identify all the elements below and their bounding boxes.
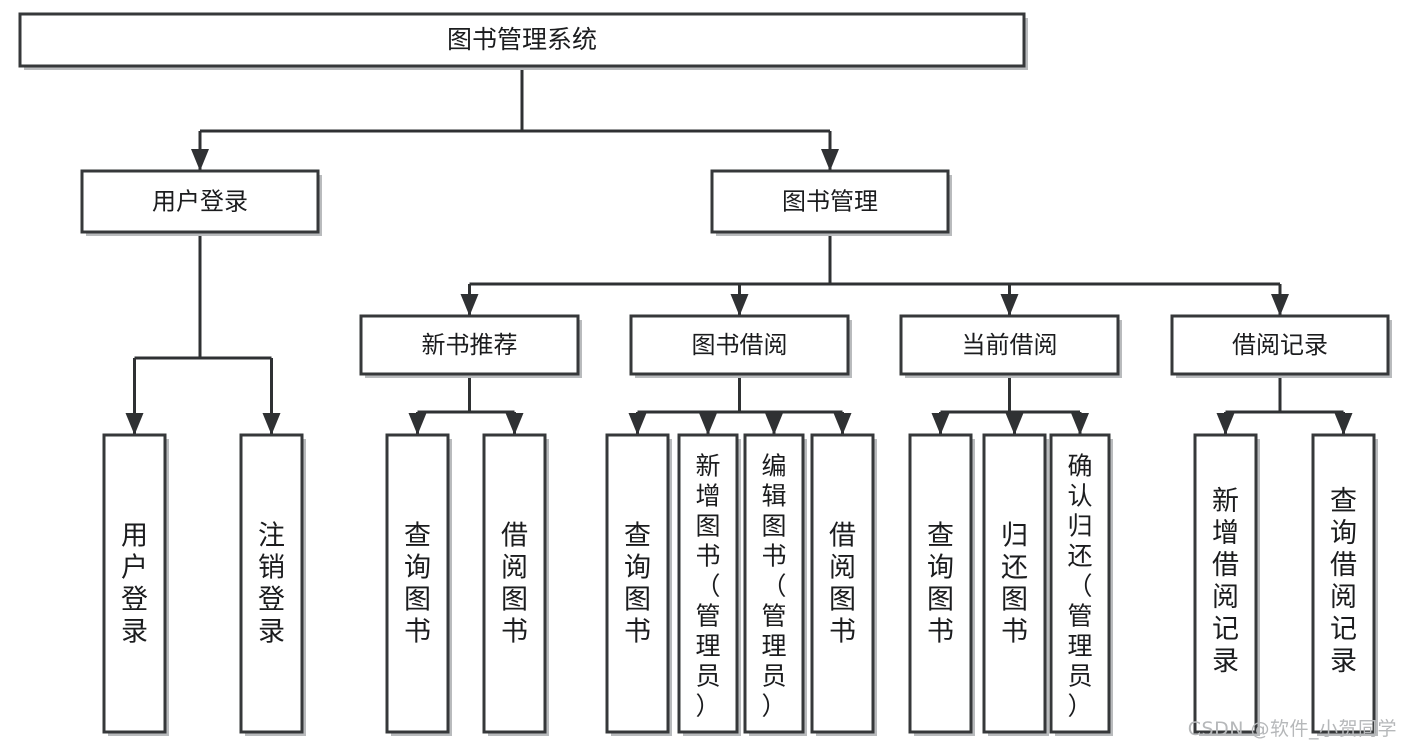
arrow-head-icon [408,413,427,435]
leaf-label: 新增图书（管理员） [695,451,720,720]
leaf-label: 查询借阅记录 [1330,486,1357,677]
leaf-label: 注销登录 [258,520,285,647]
arrow-head-icon [765,413,783,435]
leaf-leaf-confirm-return-admin[interactable]: 确认归还（管理员） [1049,433,1113,736]
leaf-label: 查询图书 [624,520,651,647]
node-box[interactable] [102,433,167,734]
arrow-head-icon [833,413,852,435]
leaf-leaf-return-book[interactable]: 归还图书 [982,433,1049,736]
arrow-head-icon [1271,294,1289,316]
arrow-head-icon [505,413,524,435]
node-box[interactable] [810,433,875,734]
arrow-head-icon [125,413,144,435]
node-new-book-recommend[interactable]: 新书推荐 [359,314,582,378]
leaf-leaf-borrow-book-recommend[interactable]: 借阅图书 [482,433,549,736]
arrow-head-icon [699,413,717,435]
node-box[interactable] [899,314,1120,376]
leaf-label: 归还图书 [1001,520,1028,647]
node-box[interactable] [677,433,739,734]
leaf-leaf-query-book-borrow[interactable]: 查询图书 [605,433,672,736]
node-box[interactable] [385,433,450,734]
leaf-leaf-add-borrow-record[interactable]: 新增借阅记录 [1193,433,1260,736]
node-box[interactable] [482,433,547,734]
node-box[interactable] [18,12,1026,68]
node-box[interactable] [1170,314,1390,376]
arrow-head-icon [1000,294,1019,316]
node-book-borrow[interactable]: 图书借阅 [629,314,852,378]
node-label: 图书管理系统 [447,25,597,54]
leaf-leaf-logout-login[interactable]: 注销登录 [239,433,306,736]
node-label: 新书推荐 [422,331,518,359]
arrow-head-icon [262,413,281,435]
node-box[interactable] [1311,433,1376,734]
leaf-leaf-add-book-admin[interactable]: 新增图书（管理员） [677,433,741,736]
node-box[interactable] [710,169,950,234]
leaf-label: 借阅图书 [501,520,528,647]
node-label: 借阅记录 [1232,331,1328,359]
node-label: 图书借阅 [692,331,788,359]
node-label: 用户登录 [152,188,248,216]
leaf-leaf-edit-book-admin[interactable]: 编辑图书（管理员） [743,433,807,736]
leaf-label: 借阅图书 [829,520,856,647]
arrow-head-icon [628,413,647,435]
leaf-label: 用户登录 [121,520,148,647]
leaf-label: 查询图书 [404,520,431,647]
node-box[interactable] [239,433,304,734]
leaf-leaf-user-login[interactable]: 用户登录 [102,433,169,736]
node-label: 图书管理 [782,188,878,216]
arrow-head-icon [730,294,749,316]
node-layer: 图书管理系统用户登录图书管理新书推荐图书借阅当前借阅借阅记录用户登录注销登录查询… [18,12,1392,736]
node-box[interactable] [1049,433,1111,734]
leaf-leaf-query-book-current[interactable]: 查询图书 [908,433,975,736]
arrow-head-icon [191,149,209,171]
leaf-leaf-query-borrow-record[interactable]: 查询借阅记录 [1311,433,1378,736]
arrow-head-icon [1005,413,1024,435]
leaf-leaf-query-book-recommend[interactable]: 查询图书 [385,433,452,736]
node-box[interactable] [80,169,320,234]
arrow-head-icon [821,149,839,171]
node-box[interactable] [982,433,1047,734]
node-box[interactable] [359,314,580,376]
node-borrow-record[interactable]: 借阅记录 [1170,314,1392,378]
connector-layer [125,66,1353,435]
node-box[interactable] [605,433,670,734]
node-label: 当前借阅 [962,331,1058,359]
leaf-label: 新增借阅记录 [1212,486,1239,677]
leaf-label: 查询图书 [927,520,954,647]
node-book-manage[interactable]: 图书管理 [710,169,952,236]
node-box[interactable] [908,433,973,734]
arrow-head-icon [1216,413,1235,435]
arrow-head-icon [1334,413,1353,435]
leaf-label: 确认归还（管理员） [1067,451,1092,720]
node-user-login[interactable]: 用户登录 [80,169,322,236]
node-root[interactable]: 图书管理系统 [18,12,1028,70]
node-current-borrow[interactable]: 当前借阅 [899,314,1122,378]
arrow-head-icon [1071,413,1089,435]
arrow-head-icon [931,413,950,435]
node-box[interactable] [629,314,850,376]
leaf-leaf-borrow-book[interactable]: 借阅图书 [810,433,877,736]
arrow-head-icon [460,294,479,316]
node-box[interactable] [1193,433,1258,734]
leaf-label: 编辑图书（管理员） [761,451,786,720]
node-box[interactable] [743,433,805,734]
